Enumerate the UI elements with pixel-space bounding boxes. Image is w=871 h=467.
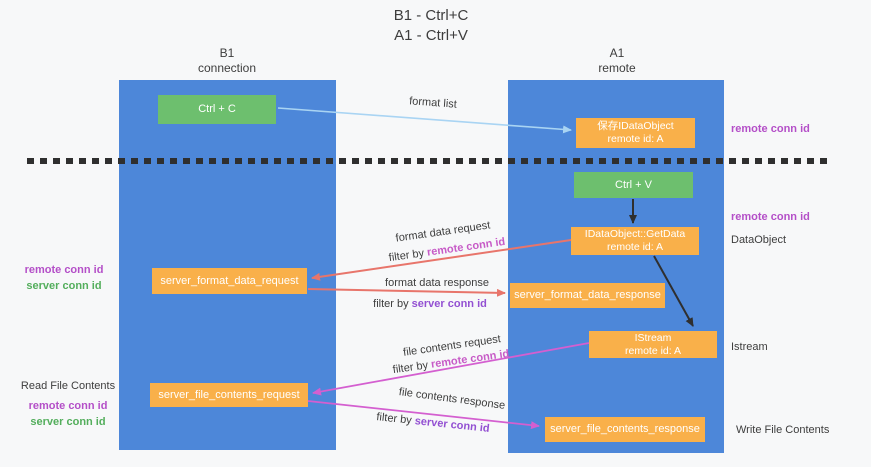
getdata-line1: IDataObject::GetData xyxy=(584,228,686,240)
format-data-response-label: format data response xyxy=(385,277,489,289)
server-format-data-request-box: server_format_data_request xyxy=(152,268,307,294)
lane-header-a1: A1 remote xyxy=(547,46,687,76)
lane-b1-subtitle: connection xyxy=(197,61,257,75)
left-format-conn-ids: remote conn id server conn id xyxy=(20,262,108,294)
filter-prefix: filter by xyxy=(392,358,432,377)
write-file-contents-label: Write File Contents xyxy=(736,424,830,436)
server-file-contents-response-box: server_file_contents_response xyxy=(545,417,705,442)
save-dataobject-line1: 保存IDataObject xyxy=(597,120,674,132)
getdata-box: IDataObject::GetData remote id: A xyxy=(571,227,699,255)
file-contents-response-label: file contents response xyxy=(398,386,506,412)
server-format-data-response-label: server_format_data_response xyxy=(514,289,661,301)
lane-b1-title: B1 xyxy=(219,46,235,60)
remote-conn-id-label: remote conn id xyxy=(28,400,108,412)
right-remote-conn-id-ctrlv: remote conn id xyxy=(731,211,810,223)
format-data-response-filter-label: filter by server conn id xyxy=(373,298,487,310)
filter-prefix: filter by xyxy=(373,298,412,310)
remote-conn-id-label: remote conn id xyxy=(24,264,104,276)
lane-header-b1: B1 connection xyxy=(157,46,297,76)
phase-separator-dashed-line xyxy=(27,158,833,164)
server-format-data-response-box: server_format_data_response xyxy=(510,283,665,308)
save-dataobject-box: 保存IDataObject remote id: A xyxy=(576,118,695,148)
title-line-2: A1 - Ctrl+V xyxy=(394,27,468,44)
server-conn-id-key: server conn id xyxy=(414,415,491,435)
server-file-contents-response-label: server_file_contents_response xyxy=(550,423,700,435)
remote-conn-id-key: remote conn id xyxy=(426,235,506,259)
server-conn-id-label: server conn id xyxy=(30,416,106,428)
right-remote-conn-id-top: remote conn id xyxy=(731,123,810,135)
filter-prefix: filter by xyxy=(388,246,428,265)
title-line-1: B1 - Ctrl+C xyxy=(393,7,469,24)
read-file-contents-label: Read File Contents xyxy=(20,380,116,392)
istream-side-label: Istream xyxy=(731,341,768,353)
ctrl-v-label: Ctrl + V xyxy=(615,178,652,191)
lane-a1-subtitle: remote xyxy=(598,61,636,75)
getdata-line2: remote id: A xyxy=(606,241,664,253)
left-file-labels: Read File Contents remote conn id server… xyxy=(16,378,120,430)
format-data-response-arrow xyxy=(307,288,506,297)
server-file-contents-request-label: server_file_contents_request xyxy=(158,388,300,401)
istream-line2: remote id: A xyxy=(624,344,682,357)
format-list-label: format list xyxy=(408,95,458,111)
file-contents-response-filter-label: filter by server conn id xyxy=(376,411,490,435)
lane-a1-title: A1 xyxy=(609,46,625,60)
ctrl-c-box: Ctrl + C xyxy=(158,95,276,124)
server-conn-id-key: server conn id xyxy=(411,298,487,310)
filter-prefix: filter by xyxy=(375,411,416,428)
dataobject-label: DataObject xyxy=(731,234,787,246)
diagram-title: B1 - Ctrl+C A1 - Ctrl+V xyxy=(331,6,531,46)
istream-box: IStream remote id: A xyxy=(589,331,717,358)
save-dataobject-line2: remote id: A xyxy=(607,133,664,145)
server-format-data-request-label: server_format_data_request xyxy=(160,274,299,287)
server-conn-id-label: server conn id xyxy=(26,280,102,292)
istream-line1: IStream xyxy=(634,331,672,344)
server-file-contents-request-box: server_file_contents_request xyxy=(150,383,308,407)
ctrl-c-label: Ctrl + C xyxy=(198,103,236,115)
ctrl-v-box: Ctrl + V xyxy=(574,172,693,198)
